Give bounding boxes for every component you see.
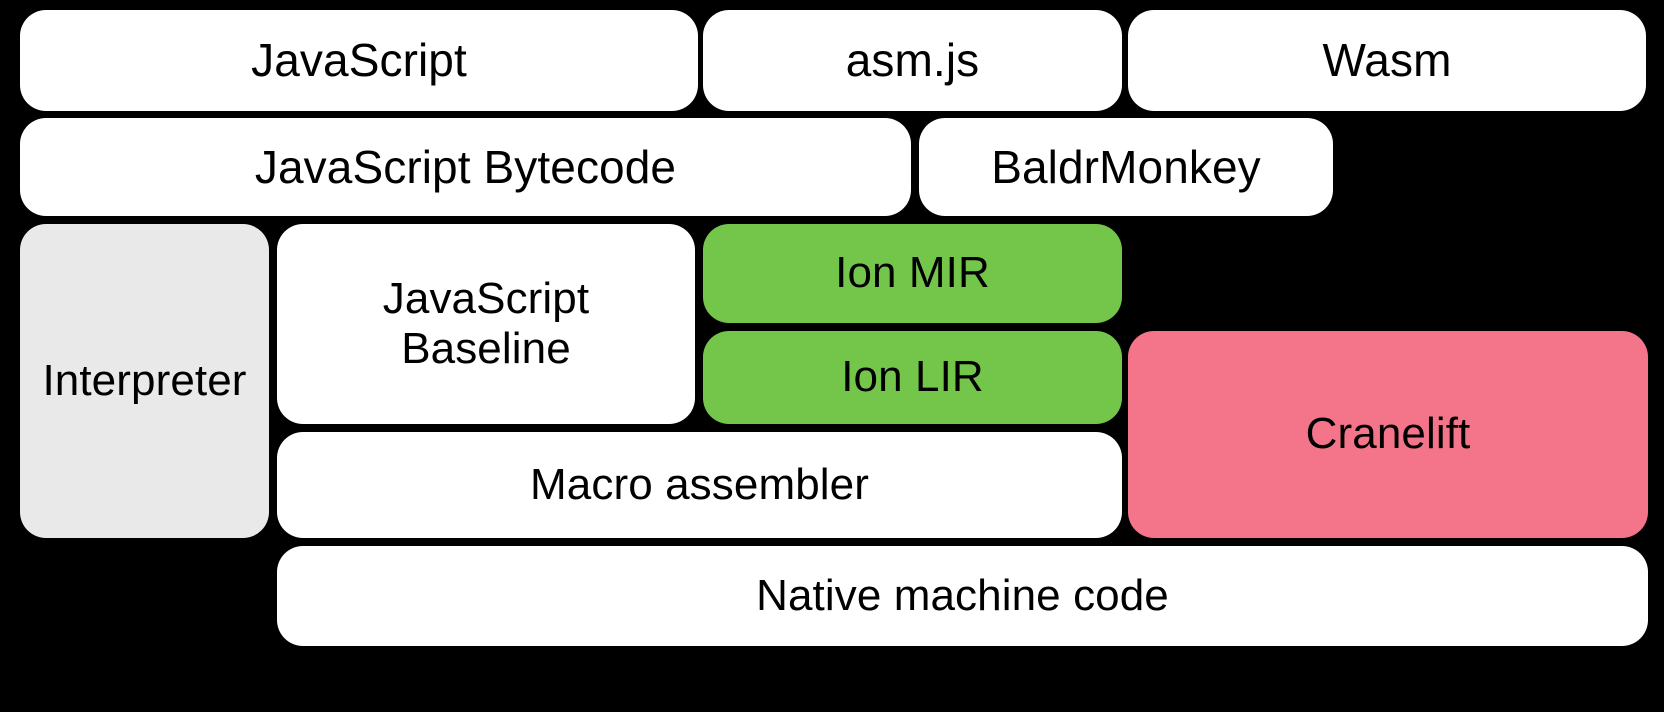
node-interpreter: Interpreter [20, 224, 269, 538]
node-javascript-baseline: JavaScript Baseline [277, 224, 695, 424]
node-macro-assembler: Macro assembler [277, 432, 1122, 538]
node-ion-lir: Ion LIR [703, 331, 1122, 424]
node-asmjs: asm.js [703, 10, 1122, 111]
node-javascript-bytecode: JavaScript Bytecode [20, 118, 911, 216]
node-native-machine-code: Native machine code [277, 546, 1648, 646]
node-javascript: JavaScript [20, 10, 698, 111]
node-wasm: Wasm [1128, 10, 1646, 111]
node-ion-mir: Ion MIR [703, 224, 1122, 323]
node-cranelift: Cranelift [1128, 331, 1648, 538]
node-baldrmonkey: BaldrMonkey [919, 118, 1333, 216]
